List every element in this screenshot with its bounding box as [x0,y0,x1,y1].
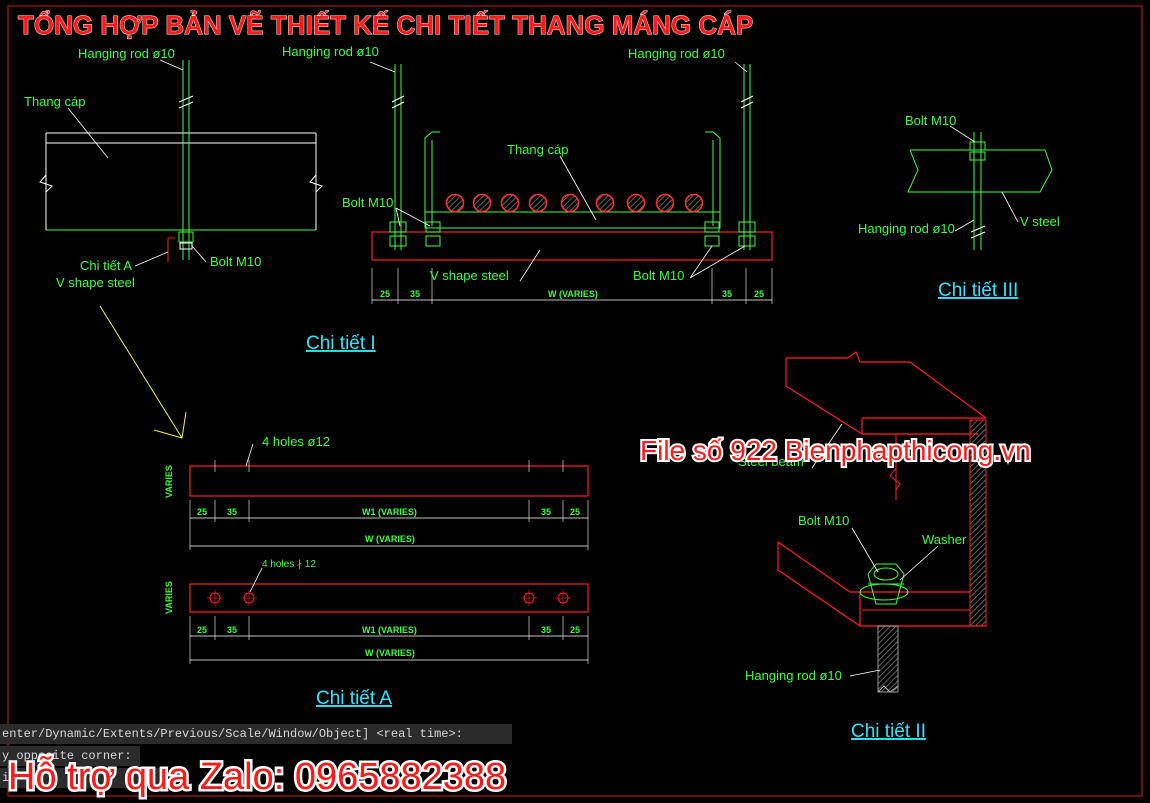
label-v-steel-3: V steel [1020,214,1060,229]
label-bolt-2: Bolt M10 [798,513,849,528]
detail-3: Bolt M10 Hanging rod ø10 V steel Chi tiế… [858,113,1060,301]
caption-detail-1: Chi tiết I [306,333,376,354]
cable-bundle [445,193,704,213]
detail-1: 25 35 W (VARIES) 35 25 Hanging rod ø10 H… [282,44,773,354]
dim-1-d: 35 [722,289,732,299]
side-label-bottom: VARIES [164,581,174,614]
label-hanging-rod-2: Hanging rod ø10 [745,668,842,683]
dim-1-c: W (VARIES) [548,289,598,299]
dim-a-total-bottom: W (VARIES) [365,648,415,658]
caption-detail-a: Chi tiết A [316,688,392,709]
label-chi-tiet-a-ref: Chi tiết A [80,258,132,273]
bolt-holes [207,590,571,606]
support-zalo-text: Hỗ trợ qua Zalo: 0965882388 [8,755,506,798]
drawing-title: TỔNG HỢP BẢN VẼ THIẾT KẾ CHI TIẾT THANG … [18,10,753,40]
support-banner: Hỗ trợ qua Zalo: 0965882388 [6,753,509,801]
dim-a-top-1: 25 [197,507,207,517]
dim-a-total-top: W (VARIES) [365,534,415,544]
label-bolt-3: Bolt M10 [905,113,956,128]
dim-a-top-3: W1 (VARIES) [362,507,417,517]
detail-2: Steel beam Bolt M10 Washer Hanging rod ø… [738,351,987,742]
dim-a-top-2: 35 [227,507,237,517]
label-thang-cap-1: Thang cáp [507,142,568,157]
label-hanging-rod-tl: Hanging rod ø10 [78,46,175,61]
label-hanging-rod-3: Hanging rod ø10 [858,221,955,236]
dim-a-bot-1: 25 [197,625,207,635]
label-v-shape-tl: V shape steel [56,275,135,290]
watermark-text: File số 922 Bienphapthicong.vn [640,435,1031,466]
dim-a-bot-4: 35 [541,625,551,635]
label-washer: Washer [922,532,967,547]
command-line-prompt[interactable]: enter/Dynamic/Extents/Previous/Scale/Win… [0,724,512,744]
label-bolt-1l: Bolt M10 [342,195,393,210]
label-steel-beam: Steel beam [738,454,804,469]
command-line-history: y opposite corner: [0,746,140,766]
label-holes-top: 4 holes ø12 [262,434,330,449]
label-holes-bottom: 4 holes ∤ 12 [262,559,316,570]
label-hanging-rod-1r: Hanging rod ø10 [628,46,725,61]
caption-detail-3: Chi tiết III [938,280,1018,301]
label-thang-cap-tl: Thang cáp [24,94,85,109]
label-bolt-tl: Bolt M10 [210,254,261,269]
reference-arrow [99,305,183,439]
dim-1-e: 25 [754,289,764,299]
drawing-border [7,5,1143,797]
dim-a-bot-5: 25 [570,625,580,635]
dim-1-a: 25 [380,289,390,299]
dim-a-top-4: 35 [541,507,551,517]
dim-a-top-5: 25 [570,507,580,517]
dim-1-b: 35 [410,289,420,299]
label-bolt-1r: Bolt M10 [633,268,684,283]
dim-a-bot-3: W1 (VARIES) [362,625,417,635]
label-v-shape-1: V shape steel [430,268,509,283]
detail-a: 4 holes ø12 VARIES 25 35 W1 (VARIES) 35 … [164,434,589,709]
side-label-top: VARIES [164,465,174,498]
label-hanging-rod-1l: Hanging rod ø10 [282,44,379,59]
detail-top-left: Hanging rod ø10 Thang cáp Bolt M10 Chi t… [24,46,323,439]
command-line-input[interactable]: i [0,768,160,788]
caption-detail-2: Chi tiết II [851,721,926,742]
dim-a-bot-2: 35 [227,625,237,635]
